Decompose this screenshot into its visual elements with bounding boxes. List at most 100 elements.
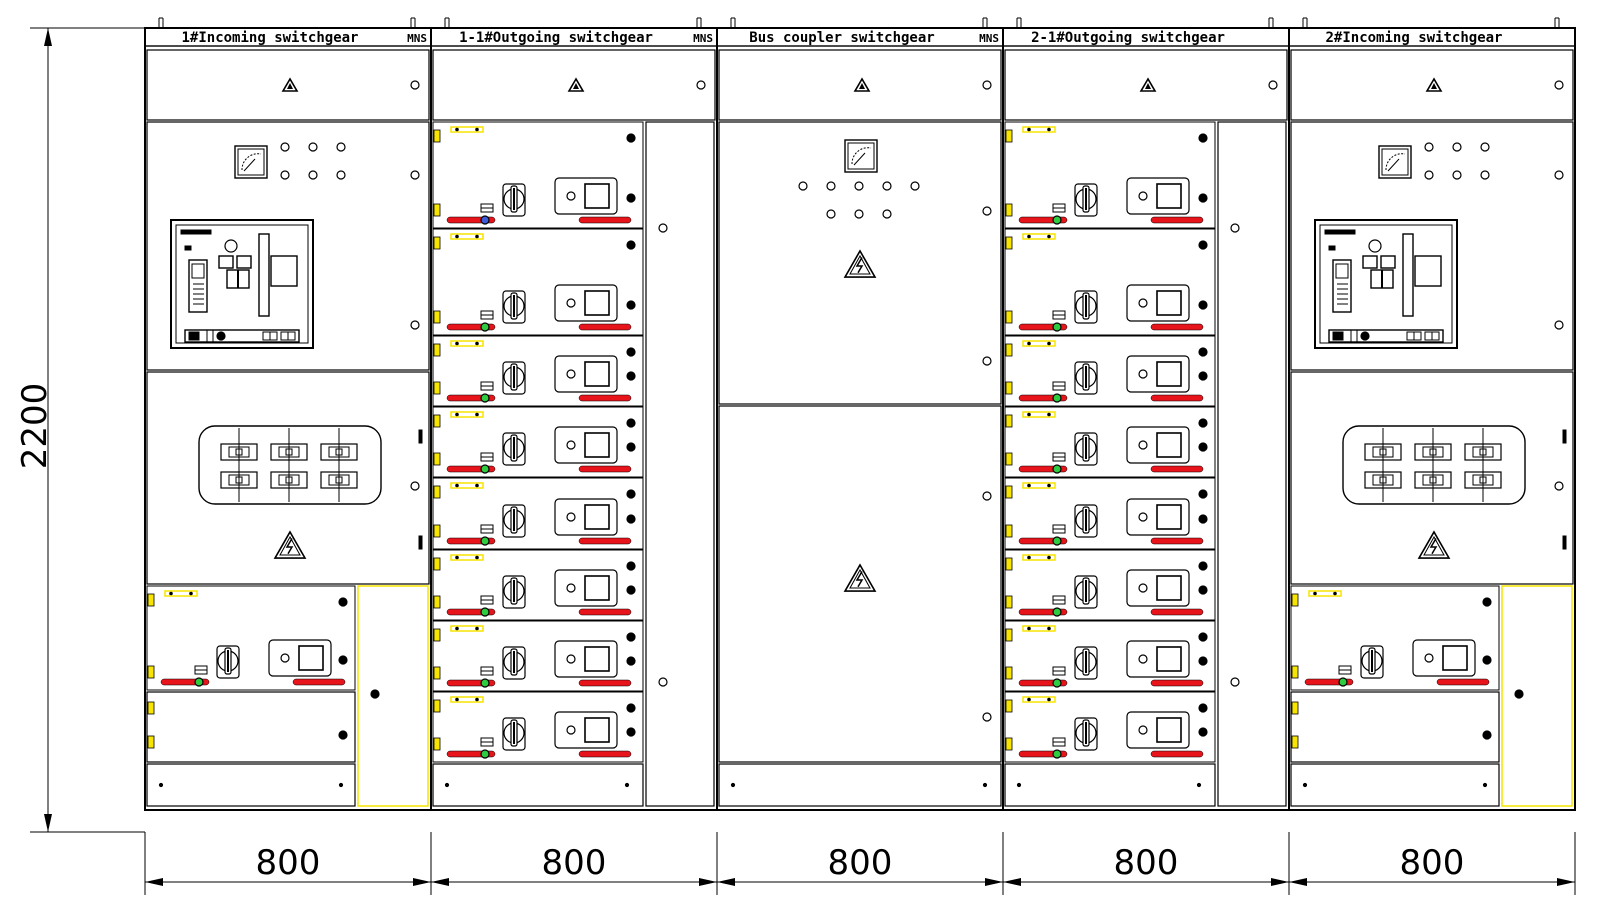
position-indicator — [1052, 393, 1062, 403]
position-indicator — [194, 677, 204, 687]
lock-icon — [1554, 320, 1564, 330]
indicator-lamp-bottom — [1198, 585, 1208, 595]
dim-arrow-left — [717, 878, 735, 886]
pilot-light — [1424, 142, 1434, 152]
pilot-light — [798, 181, 808, 191]
handle-recess — [1126, 284, 1190, 322]
drawer-frame — [432, 121, 644, 229]
hinge-top — [433, 557, 441, 571]
rotary-switch — [502, 432, 526, 466]
latch — [418, 535, 423, 543]
hinge-top — [1005, 485, 1013, 499]
drawer-label-holder — [450, 625, 484, 632]
lock-icon — [410, 80, 420, 90]
lock-icon — [1230, 677, 1240, 687]
rotary-switch — [502, 717, 526, 751]
latch — [1562, 429, 1567, 437]
rotary-switch — [1074, 183, 1098, 217]
hinge-bottom — [433, 737, 441, 751]
coupler-lower-compartment — [718, 405, 1002, 763]
indicator-lamp-bottom — [626, 442, 636, 452]
width-dimension-label: 800 — [256, 843, 321, 883]
drawer-frame — [432, 228, 644, 336]
panel-outgoing-3: 2-1#Outgoing switchgear — [1002, 17, 1290, 811]
fuse-inspection-window — [198, 425, 382, 505]
rotary-switch — [502, 504, 526, 538]
handle-recess — [1126, 355, 1190, 393]
lock-icon — [1554, 80, 1564, 90]
pilot-light — [826, 209, 836, 219]
hinge-bottom — [433, 666, 441, 680]
position-indicator — [1338, 677, 1348, 687]
drawer-label-holder — [1022, 340, 1056, 347]
handle-recess — [554, 569, 618, 607]
base-cover — [1290, 763, 1500, 807]
red-handle-right — [1150, 679, 1204, 687]
base-cover — [1004, 763, 1216, 807]
indicator-lamp-top — [1198, 632, 1208, 642]
hinge-top — [1005, 557, 1013, 571]
outgoing-drawer-unit — [432, 406, 644, 478]
drawer-label-holder — [1022, 625, 1056, 632]
drawer-label-holder — [450, 411, 484, 418]
lock-icon — [696, 80, 706, 90]
lock-icon — [410, 170, 420, 180]
red-handle-right — [1150, 323, 1204, 331]
height-dimension: 2200 — [15, 27, 145, 833]
rotary-switch — [1074, 646, 1098, 680]
indicator-lamp-top — [626, 347, 636, 357]
indicator-lamp-top — [1198, 133, 1208, 143]
red-handle-right — [578, 323, 632, 331]
handle-recess — [554, 498, 618, 536]
lock-icon — [410, 320, 420, 330]
drawer-frame — [432, 477, 644, 550]
lock-icon — [410, 481, 420, 491]
ammeter-icon — [1378, 145, 1412, 179]
handle-recess — [1126, 498, 1190, 536]
indicator-lamp-top — [1198, 418, 1208, 428]
hinge-bottom — [1005, 203, 1013, 217]
lock-icon — [658, 677, 668, 687]
outgoing-drawer-unit — [432, 620, 644, 692]
outgoing-drawer-unit — [1004, 691, 1216, 763]
dim-arrow-right — [1271, 878, 1289, 886]
height-dimension-label: 2200 — [15, 383, 55, 470]
lock-icon — [1554, 481, 1564, 491]
top-warning-icon — [567, 77, 585, 92]
hinge-bottom — [433, 310, 441, 324]
position-indicator — [480, 607, 490, 617]
position-indicator — [480, 464, 490, 474]
handle-recess — [1412, 639, 1476, 677]
indicator-lamp-top — [626, 703, 636, 713]
indicator-lamp-top — [626, 561, 636, 571]
drawer-label-holder — [450, 696, 484, 703]
pilot-light — [854, 209, 864, 219]
hinge-top — [433, 699, 441, 713]
lock-icon — [982, 80, 992, 90]
hinge-bottom — [1005, 524, 1013, 538]
drawer-frame — [432, 620, 644, 692]
hinge-top — [1005, 699, 1013, 713]
drawer-label-holder — [450, 482, 484, 489]
indicator-lamp-bottom — [1198, 656, 1208, 666]
cable-door-lamp — [370, 689, 380, 699]
red-handle-right — [1150, 750, 1204, 758]
indicator-lamp-bottom — [1198, 300, 1208, 310]
hinge-top — [433, 129, 441, 143]
outgoing-drawer-unit — [432, 477, 644, 550]
red-handle-right — [578, 608, 632, 616]
position-indicator — [480, 749, 490, 759]
indicator-lamp-top — [338, 597, 348, 607]
width-dimension-1: 800 — [430, 832, 718, 895]
lock-icon — [1230, 223, 1240, 233]
drawer-frame — [1004, 549, 1216, 621]
indicator-lamp-bottom — [1198, 442, 1208, 452]
indicator-lamp-bottom — [1198, 727, 1208, 737]
drawer-label-holder — [1022, 411, 1056, 418]
handle-recess — [554, 284, 618, 322]
indicator-lamp-bottom — [1198, 371, 1208, 381]
